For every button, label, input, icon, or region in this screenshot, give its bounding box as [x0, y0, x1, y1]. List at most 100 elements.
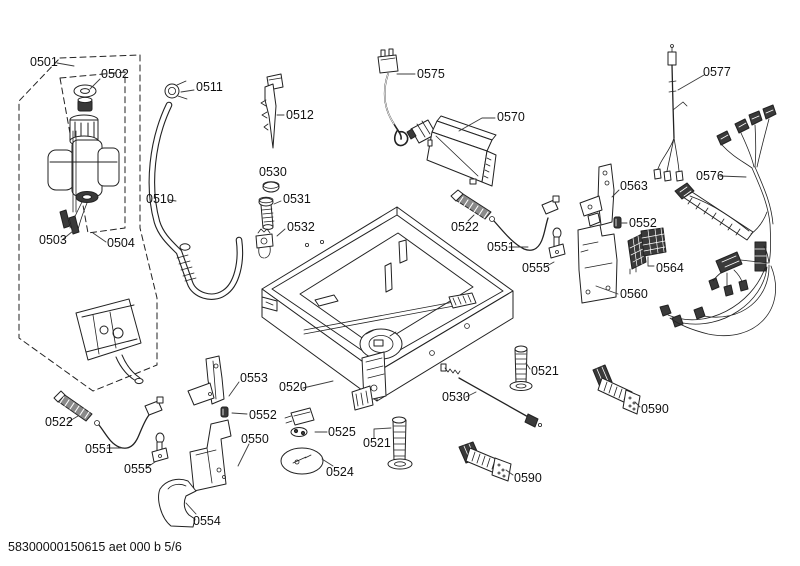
- part-label-0524: 0524: [326, 465, 354, 479]
- leader-line-0503: [61, 230, 74, 241]
- part-label-0554: 0554: [193, 514, 221, 528]
- part-label-0502: 0502: [101, 67, 129, 81]
- antenna-cable: [653, 44, 688, 182]
- part-label-0530: 0530: [442, 390, 470, 404]
- wiring-harness: [659, 104, 777, 336]
- mounting-spike: [260, 73, 284, 149]
- leader-line-0511: [180, 89, 195, 93]
- leader-line-0553: [228, 381, 240, 397]
- leveling-screw-right: [509, 345, 533, 391]
- leader-line-0560: [595, 285, 619, 295]
- part-label-0564: 0564: [656, 261, 684, 275]
- part-label-0525: 0525: [328, 425, 356, 439]
- part-label-0520: 0520: [279, 380, 307, 394]
- leader-line-0590: [505, 469, 514, 476]
- power-cord: [377, 48, 437, 147]
- part-label-0553: 0553: [240, 371, 268, 385]
- leader-line-0504: [92, 232, 107, 243]
- leader-line-0510: [168, 199, 177, 202]
- fastener-0532: [255, 228, 274, 259]
- leader-line-0555: [145, 461, 156, 469]
- leveling-screw-bottom: [387, 416, 413, 470]
- leader-line-0554: [185, 502, 197, 515]
- part-label-0576: 0576: [696, 169, 724, 183]
- part-label-0521: 0521: [363, 436, 391, 450]
- leader-line-0550: [237, 443, 250, 467]
- leader-line-0563: [611, 189, 620, 198]
- part-label-0510: 0510: [146, 192, 174, 206]
- heater-rod-center: [450, 189, 492, 220]
- leader-line-0531: [273, 200, 282, 205]
- clip-right: [613, 216, 622, 229]
- part-label-0552: 0552: [629, 216, 657, 230]
- leader-line-0521: [525, 362, 531, 370]
- sensor-wire-center: [489, 195, 560, 251]
- bracket-0554: [158, 478, 197, 528]
- part-label-0522: 0522: [45, 415, 73, 429]
- part-label-0511: 0511: [196, 80, 223, 94]
- part-label-0590: 0590: [514, 471, 542, 485]
- pull-rod: [440, 363, 543, 428]
- leader-line-0521: [373, 427, 392, 439]
- base-frame: [261, 206, 514, 411]
- bolt-bracket-center: [548, 227, 566, 259]
- bolt-bracket-left: [151, 432, 169, 463]
- leader-line-0520: [302, 380, 334, 389]
- part-label-0551: 0551: [487, 240, 515, 254]
- part-label-0551: 0551: [85, 442, 113, 456]
- part-label-0504: 0504: [107, 236, 135, 250]
- control-module: [426, 115, 497, 187]
- leader-line-0564: [647, 256, 655, 267]
- bracket-0550: [189, 419, 232, 492]
- part-label-0575: 0575: [417, 67, 445, 81]
- leader-lines: [56, 62, 747, 515]
- part-label-0563: 0563: [620, 179, 648, 193]
- leader-line-0502: [89, 78, 101, 90]
- leader-line-0501: [56, 62, 75, 67]
- leader-line-0522: [467, 214, 475, 222]
- part-label-0570: 0570: [497, 110, 525, 124]
- part-label-0531: 0531: [283, 192, 311, 206]
- part-label-0555: 0555: [522, 261, 550, 275]
- part-label-0512: 0512: [286, 108, 314, 122]
- part-label-0550: 0550: [241, 432, 269, 446]
- part-label-0552: 0552: [249, 408, 277, 422]
- document-number: 58300000150615 aet 000 b 5/6: [8, 540, 182, 554]
- aquastop-housing: [75, 298, 144, 385]
- part-label-0555: 0555: [124, 462, 152, 476]
- part-label-0577: 0577: [703, 65, 731, 79]
- leader-line-0576: [719, 175, 747, 178]
- damper-disc-0524: [280, 447, 324, 475]
- leader-line-0530: [465, 391, 477, 398]
- hinge-bracket-0563: [579, 163, 615, 227]
- slide-rail-bottom: [458, 441, 512, 482]
- leader-line-0522: [67, 415, 79, 423]
- part-label-0530: 0530: [259, 165, 287, 179]
- leader-line-0555: [544, 261, 555, 268]
- part-label-0532: 0532: [287, 220, 315, 234]
- leader-line-0590: [634, 401, 641, 408]
- side-bracket-0560: [577, 224, 618, 304]
- part-label-0521: 0521: [531, 364, 559, 378]
- drain-hose: [148, 80, 244, 300]
- sensor-wire-left: [94, 396, 164, 449]
- part-label-0503: 0503: [39, 233, 67, 247]
- slide-rail-right: [592, 364, 641, 415]
- leader-line-0570: [458, 117, 496, 132]
- clip-set-0525: [284, 407, 315, 437]
- cap-0530: [262, 181, 280, 193]
- terminal-grid-0564: [627, 227, 667, 275]
- heater-rod-left: [53, 390, 93, 422]
- leader-line-0577: [677, 74, 705, 91]
- water-inlet-valve: [47, 84, 120, 235]
- screw-0531: [258, 196, 275, 230]
- bracket-0553: [187, 355, 225, 406]
- part-label-0522: 0522: [451, 220, 479, 234]
- leader-line-0552: [231, 412, 248, 415]
- leader-line-0524: [321, 458, 334, 467]
- leader-line-0532: [276, 228, 286, 237]
- part-label-0560: 0560: [620, 287, 648, 301]
- part-label-0501: 0501: [30, 55, 58, 69]
- clip-left: [220, 406, 229, 418]
